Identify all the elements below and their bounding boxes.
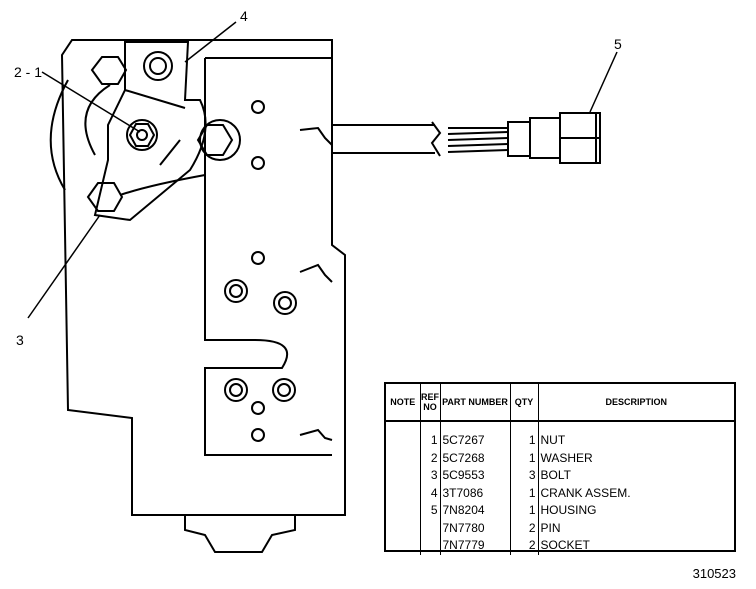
- figure-number: 310523: [692, 566, 736, 581]
- note-cell: [386, 519, 421, 537]
- part-number-cell: 5C7268: [440, 449, 511, 467]
- ref-cell: 3: [420, 467, 441, 485]
- description-cell: HOUSING: [540, 503, 597, 518]
- ref-cell: 4: [420, 484, 441, 502]
- bolt-group: [86, 56, 234, 212]
- callout-3: 3: [16, 332, 24, 348]
- qty-cell: 2: [510, 537, 539, 555]
- part-number-cell: 5C9553: [440, 467, 511, 485]
- description-cell: PIN: [540, 520, 561, 535]
- description-cell: WASHER: [540, 450, 593, 465]
- nut-icon: [128, 123, 156, 147]
- cable-connector: [332, 112, 601, 164]
- ref-cell: 2: [420, 449, 441, 467]
- header-qty: QTY: [510, 384, 539, 422]
- qty-cell: 1: [510, 484, 539, 502]
- ref-cell: [420, 519, 441, 537]
- description-cell: CRANK ASSEM.: [540, 485, 631, 500]
- crank-assembly: [93, 41, 241, 222]
- housing-body: [49, 39, 346, 553]
- callout-4: 4: [240, 8, 248, 24]
- callout-leaders: [27, 21, 618, 319]
- part-number-cell: 7N7779: [440, 537, 511, 555]
- bolt-hex-icon: [196, 124, 234, 156]
- qty-cell: 2: [510, 519, 539, 537]
- ref-cell: [420, 537, 441, 555]
- parts-list-table: NOTE REF NO PART NUMBER QTY DESCRIPTION …: [384, 382, 736, 555]
- part-number-cell: 3T7086: [440, 484, 511, 502]
- note-cell: [386, 449, 421, 467]
- mounting-holes: [224, 100, 297, 442]
- qty-cell: 1: [510, 449, 539, 467]
- description-cell: SOCKET: [540, 538, 590, 553]
- qty-cell: 1: [510, 421, 539, 450]
- part-number-cell: 7N7780: [440, 519, 511, 537]
- note-cell: [386, 537, 421, 555]
- note-cell: [386, 467, 421, 485]
- bolt-hex-icon: [86, 182, 124, 212]
- note-cell: [386, 484, 421, 502]
- description-cell: NUT: [540, 433, 566, 448]
- qty-cell: 3: [510, 467, 539, 485]
- ref-cell: 5: [420, 502, 441, 520]
- callout-5: 5: [614, 36, 622, 52]
- note-cell: [386, 421, 421, 450]
- header-part-number: PART NUMBER: [440, 384, 511, 422]
- callout-2-1: 2 - 1: [14, 64, 43, 80]
- table-header-row: NOTE REF NO PART NUMBER QTY DESCRIPTION: [386, 384, 734, 422]
- header-note: NOTE: [386, 384, 421, 422]
- header-ref-no: REF NO: [420, 384, 441, 422]
- header-description: DESCRIPTION: [538, 384, 734, 422]
- part-number-cell: 5C7267: [440, 421, 511, 450]
- washer-icon: [126, 119, 158, 151]
- ref-cell: 1: [420, 421, 441, 450]
- note-cell: [386, 502, 421, 520]
- bolt-hex-icon: [90, 56, 128, 85]
- part-number-cell: 7N8204: [440, 502, 511, 520]
- qty-cell: 1: [510, 502, 539, 520]
- description-cell: BOLT: [540, 468, 571, 483]
